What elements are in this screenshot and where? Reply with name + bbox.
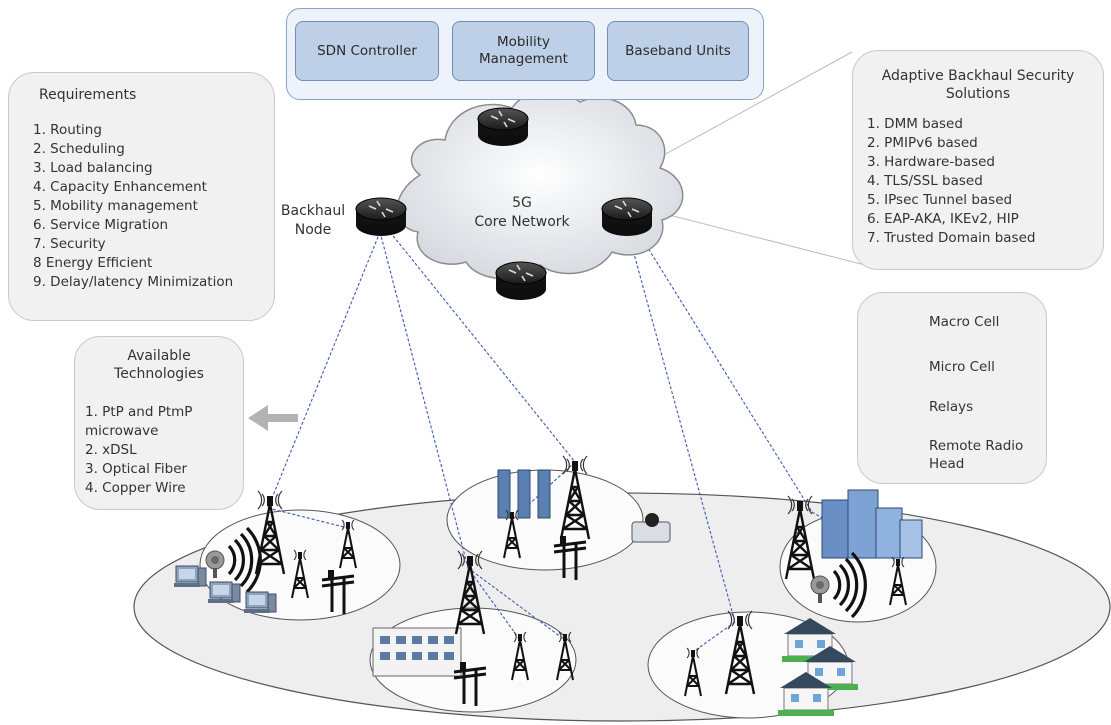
security-title-line2: Solutions <box>945 86 1011 102</box>
baseband-units-label: Baseband Units <box>625 42 731 59</box>
legend-macro-label: Macro Cell <box>929 314 1000 330</box>
legend-micro-label: Micro Cell <box>929 359 995 375</box>
city-buildings-icon <box>821 489 923 559</box>
technology-item: 4. Copper Wire <box>85 480 186 496</box>
router-icon[interactable] <box>355 197 407 237</box>
office-building-icon <box>372 627 462 677</box>
requirement-item: 9. Delay/latency Minimization <box>33 274 234 290</box>
skyscraper-icon <box>497 469 551 519</box>
core-network-line2: Core Network <box>474 214 570 230</box>
security-title-line1: Adaptive Backhaul Security <box>881 68 1075 84</box>
router-icon[interactable] <box>601 197 653 237</box>
baseband-units-box[interactable]: Baseband Units <box>607 21 749 81</box>
server-icon <box>631 513 671 543</box>
technologies-title-line1: Available <box>127 348 191 364</box>
legend-rrh-line1: Remote Radio <box>929 438 1024 454</box>
requirements-list: 1. Routing 2. Scheduling 3. Load balancing… <box>33 121 233 292</box>
technology-item: 2. xDSL <box>85 442 137 458</box>
technologies-title-line2: Technologies <box>114 366 204 382</box>
requirements-title: Requirements <box>39 87 137 103</box>
requirement-item: 8 Energy Efficient <box>33 255 153 271</box>
security-solution-item: 3. Hardware-based <box>867 154 995 170</box>
sdn-controller-label: SDN Controller <box>317 42 417 59</box>
requirement-item: 1. Routing <box>33 122 102 138</box>
core-network-label: 5G Core Network <box>462 194 582 232</box>
backhaul-node-line2: Node <box>294 222 332 238</box>
security-title: Adaptive Backhaul Security Solutions <box>853 67 1103 103</box>
requirement-item: 6. Service Migration <box>33 217 169 233</box>
technologies-list: 1. PtP and PtmP microwave 2. xDSL 3. Optica… <box>85 403 192 498</box>
technology-item: microwave <box>85 423 159 439</box>
legend-rrh-label: Remote Radio Head <box>929 437 1023 473</box>
requirement-item: 5. Mobility management <box>33 198 198 214</box>
legend-rrh-line2: Head <box>929 456 965 472</box>
computer-icon <box>173 565 207 588</box>
requirement-item: 7. Security <box>33 236 106 252</box>
core-network-line1: 5G <box>512 195 532 211</box>
backhaul-node-label: Backhaul Node <box>275 202 351 240</box>
security-solution-item: 4. TLS/SSL based <box>867 173 983 189</box>
router-icon[interactable] <box>477 107 529 147</box>
computer-icon <box>243 591 277 614</box>
legend-relays-label: Relays <box>929 399 974 415</box>
computer-icon <box>207 581 241 604</box>
security-list: 1. DMM based 2. PMIPv6 based 3. Hardware-b… <box>867 115 1035 248</box>
security-solution-item: 5. IPsec Tunnel based <box>867 192 1013 208</box>
cell-zone-1 <box>199 509 401 621</box>
legend-panel <box>857 292 1047 484</box>
core-functions-panel: SDN Controller Mobility Management Baseb… <box>286 8 764 100</box>
sdn-controller-box[interactable]: SDN Controller <box>295 21 439 81</box>
mobility-management-label: Mobility Management <box>479 34 568 67</box>
security-solution-item: 2. PMIPv6 based <box>867 135 978 151</box>
available-technologies-panel: Available Technologies 1. PtP and PtmP mi… <box>74 336 244 510</box>
backhaul-node-line1: Backhaul <box>280 203 346 219</box>
requirement-item: 3. Load balancing <box>33 160 153 176</box>
requirement-item: 2. Scheduling <box>33 141 125 157</box>
technology-item: 1. PtP and PtmP <box>85 404 193 420</box>
technology-item: 3. Optical Fiber <box>85 461 188 477</box>
technologies-title: Available Technologies <box>75 347 243 383</box>
mobility-management-box[interactable]: Mobility Management <box>452 21 595 81</box>
left-arrow-icon <box>248 405 298 431</box>
requirements-panel: Requirements 1. Routing 2. Scheduling 3. L… <box>8 72 275 321</box>
security-solutions-panel: Adaptive Backhaul Security Solutions 1. … <box>852 50 1104 270</box>
requirement-item: 4. Capacity Enhancement <box>33 179 207 195</box>
security-solution-item: 6. EAP-AKA, IKEv2, HIP <box>867 211 1019 227</box>
security-solution-item: 7. Trusted Domain based <box>867 230 1036 246</box>
router-icon[interactable] <box>495 261 547 301</box>
security-solution-item: 1. DMM based <box>867 116 963 132</box>
core-network-cloud <box>396 90 684 280</box>
